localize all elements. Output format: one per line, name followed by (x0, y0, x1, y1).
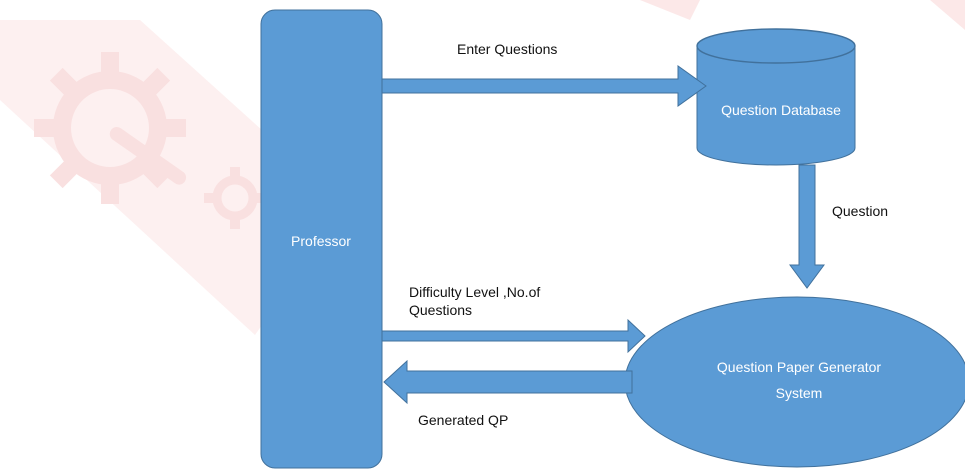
generated-qp-arrow (383, 359, 633, 405)
enter-questions-arrow (381, 65, 707, 107)
question-arrow (789, 164, 825, 289)
generator-ellipse (624, 296, 965, 468)
generator-label-line2: System (776, 385, 823, 401)
generator-label-line1: Question Paper Generator (717, 359, 882, 375)
generated-qp-label: Generated QP (418, 412, 509, 428)
difficulty-label: Difficulty Level ,No.of Questions (409, 284, 541, 318)
question-database-cylinder (696, 28, 856, 166)
professor-box (260, 9, 383, 469)
database-label: Question Database (721, 102, 841, 118)
question-label: Question (832, 203, 889, 219)
enter-questions-label: Enter Questions (457, 41, 558, 57)
difficulty-arrow (381, 318, 646, 354)
professor-label: Professor (291, 233, 351, 249)
gears-logo-watermark (0, 0, 965, 335)
